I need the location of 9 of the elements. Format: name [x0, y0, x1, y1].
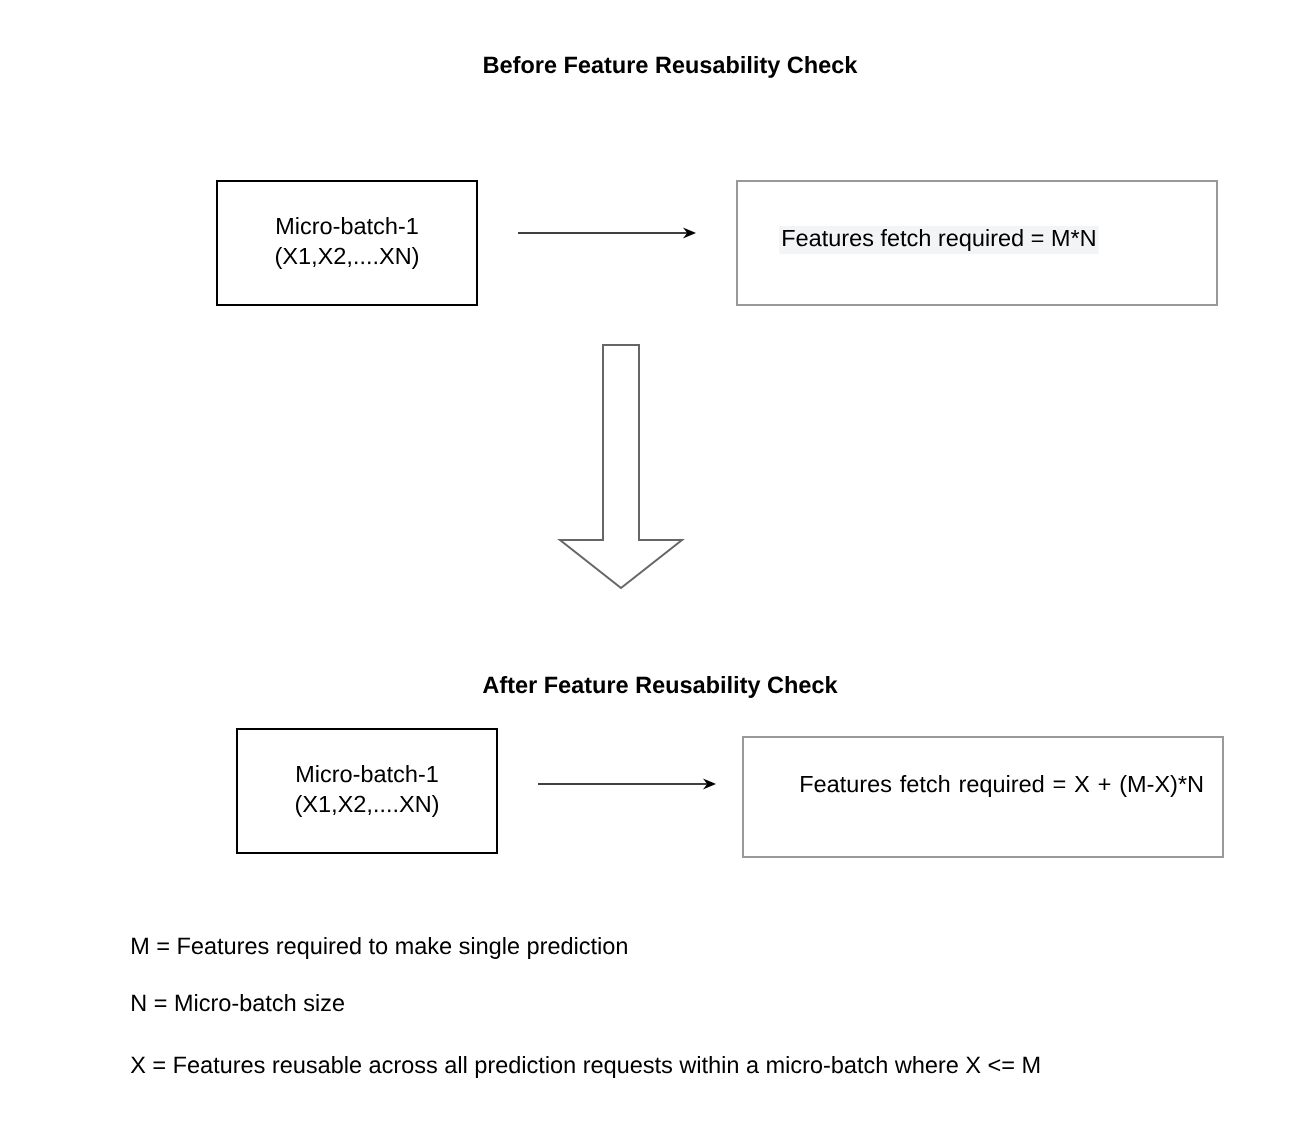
section-heading: After Feature Reusability Check	[483, 676, 838, 698]
process-box: Features fetch required = X + (M-X)*N	[742, 736, 1224, 858]
process-box: Features fetch required = M*N	[736, 180, 1218, 306]
process-box: Micro-batch-1 (X1,X2,....XN)	[236, 728, 498, 854]
definition-text: M = Features required to make single prediction	[132, 937, 627, 959]
definition-text: X = Features reusable across all prediction requests within a micro-batch where X <= M	[130, 1056, 1040, 1078]
title: Before Feature Reusability Check	[484, 56, 858, 78]
definition-text: N = Micro-batch size	[132, 994, 344, 1012]
process-box: Micro-batch-1 (X1,X2,....XN)	[216, 180, 478, 306]
